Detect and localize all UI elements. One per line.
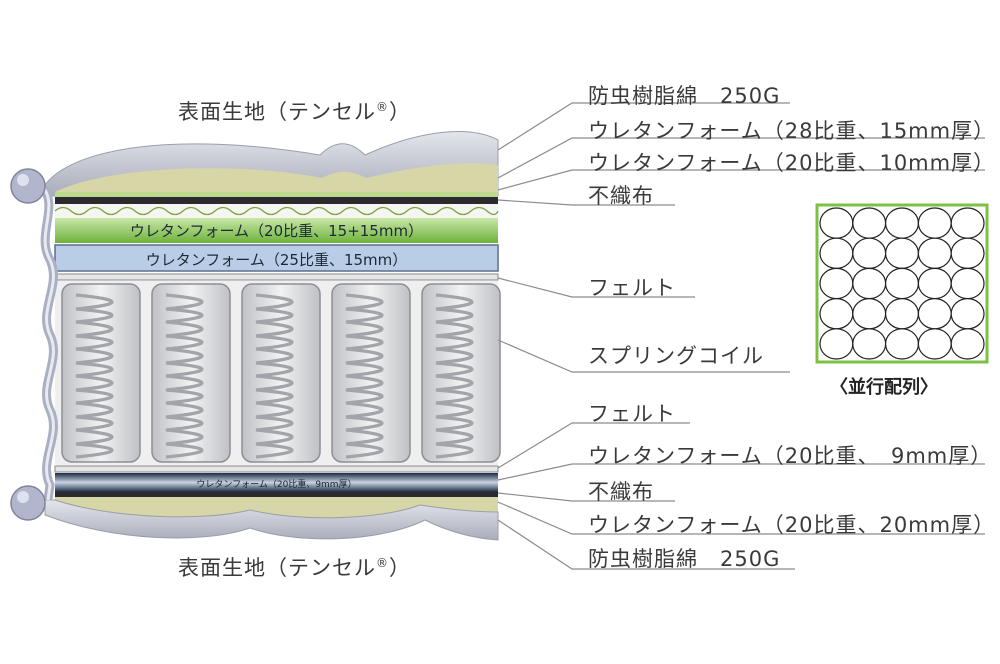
callout-urethane-20-9: ウレタンフォーム（20比重、 9mm厚） bbox=[588, 444, 993, 468]
bottom-fabric bbox=[44, 499, 499, 541]
callout-urethane-20-10: ウレタンフォーム（20比重、10mm厚） bbox=[588, 151, 996, 175]
coil-circle bbox=[884, 207, 919, 239]
callout-nonwoven-bottom: 不織布 bbox=[588, 480, 654, 504]
bottom-surface-fabric-text: 表面生地（テンセル bbox=[178, 556, 376, 580]
callout-urethane-28-15: ウレタンフォーム（28比重、15mm厚） bbox=[588, 119, 996, 143]
bottom-foam-inlay-label: ウレタンフォーム（20比重、9mm厚） bbox=[196, 480, 357, 490]
side-border-inner bbox=[42, 187, 55, 501]
coil-circle bbox=[884, 328, 919, 360]
coil-circle bbox=[950, 298, 985, 330]
bottom-felt bbox=[54, 465, 499, 473]
top-nonwoven-band bbox=[55, 197, 498, 204]
blue-foam-inlay-label: ウレタンフォーム（25比重、15mm） bbox=[145, 251, 408, 269]
coil-circle bbox=[950, 207, 985, 239]
egg-crate-wave bbox=[54, 206, 499, 216]
leader-line bbox=[497, 339, 790, 373]
coil-circle bbox=[819, 237, 854, 269]
spring-coil bbox=[345, 293, 384, 459]
leader-lines bbox=[497, 102, 985, 570]
callout-nonwoven-top: 不織布 bbox=[588, 184, 654, 208]
leader-line bbox=[497, 501, 985, 535]
coil-circle bbox=[917, 237, 952, 269]
spring-pockets bbox=[61, 283, 501, 463]
bottom-nonwoven-band bbox=[55, 492, 498, 497]
callout-felt-top: フェルト bbox=[588, 276, 676, 300]
leader-line bbox=[497, 102, 790, 151]
coil-circle bbox=[819, 207, 854, 239]
coil-circle bbox=[852, 207, 887, 239]
coil-circle bbox=[852, 298, 887, 330]
top-thin-foam bbox=[55, 192, 498, 197]
blue-foam-block bbox=[54, 244, 499, 272]
coil-circle bbox=[852, 237, 887, 269]
callout-urethane-20-20: ウレタンフォーム（20比重、20mm厚） bbox=[588, 513, 996, 537]
leader-line bbox=[497, 277, 695, 298]
leader-line bbox=[497, 137, 985, 179]
callout-spring-coil: スプリングコイル bbox=[588, 344, 764, 368]
top-surface-fabric-label: 表面生地（テンセル®） bbox=[178, 96, 411, 126]
top-surface-fabric-text: 表面生地（テンセル bbox=[178, 100, 376, 124]
coil-circle bbox=[852, 328, 887, 360]
leader-line bbox=[497, 422, 690, 469]
callout-insect-resin-wadding-top: 防虫樹脂綿 250G bbox=[588, 84, 781, 108]
coil-circle bbox=[917, 328, 952, 360]
egg-crate-foam bbox=[55, 204, 498, 218]
coil-circle bbox=[852, 267, 887, 300]
coil-circle bbox=[819, 298, 854, 330]
bottom-surface-fabric-label: 表面生地（テンセル®） bbox=[178, 552, 411, 582]
coil-arrangement-caption: 〈並行配列〉 bbox=[830, 377, 938, 398]
green-foam-block bbox=[55, 218, 498, 243]
bottom-foam-band bbox=[55, 473, 498, 492]
leader-line bbox=[497, 169, 985, 191]
top-wadding bbox=[55, 163, 498, 198]
coil-circle bbox=[917, 207, 952, 239]
bottom-surface-fabric-close: ） bbox=[389, 556, 411, 580]
top-piping-highlight bbox=[17, 174, 29, 186]
coil-circle bbox=[950, 328, 985, 360]
coil-circle bbox=[884, 267, 919, 300]
bottom-wadding bbox=[55, 497, 498, 518]
top-surface-fabric-close: ） bbox=[389, 100, 411, 124]
leader-line bbox=[497, 463, 985, 481]
callout-felt-bottom: フェルト bbox=[588, 402, 676, 426]
leader-line bbox=[497, 519, 795, 570]
leader-line bbox=[497, 199, 675, 206]
spring-coil bbox=[165, 293, 204, 459]
top-felt bbox=[54, 273, 499, 281]
coil-circle bbox=[884, 237, 919, 269]
bottom-piping bbox=[10, 485, 46, 521]
green-foam-inlay-label: ウレタンフォーム（20比重、15+15mm） bbox=[129, 222, 424, 240]
coil-arrangement-grid bbox=[819, 207, 985, 360]
bottom-piping-highlight bbox=[17, 491, 29, 503]
callout-insect-resin-wadding-bottom: 防虫樹脂綿 250G bbox=[588, 547, 781, 571]
coil-circle bbox=[884, 298, 919, 330]
coil-circle bbox=[819, 328, 854, 360]
bottom-registered-mark: ® bbox=[376, 556, 389, 570]
coil-circle bbox=[950, 237, 985, 269]
spring-coil bbox=[255, 293, 294, 459]
coil-circle bbox=[819, 267, 854, 300]
leader-line bbox=[497, 492, 675, 502]
top-registered-mark: ® bbox=[376, 100, 389, 114]
spring-coil bbox=[75, 293, 114, 459]
coil-circle bbox=[950, 267, 985, 300]
top-piping bbox=[10, 168, 46, 204]
coil-circle bbox=[917, 298, 952, 330]
coil-circle bbox=[917, 267, 952, 300]
spring-coil bbox=[435, 293, 474, 459]
